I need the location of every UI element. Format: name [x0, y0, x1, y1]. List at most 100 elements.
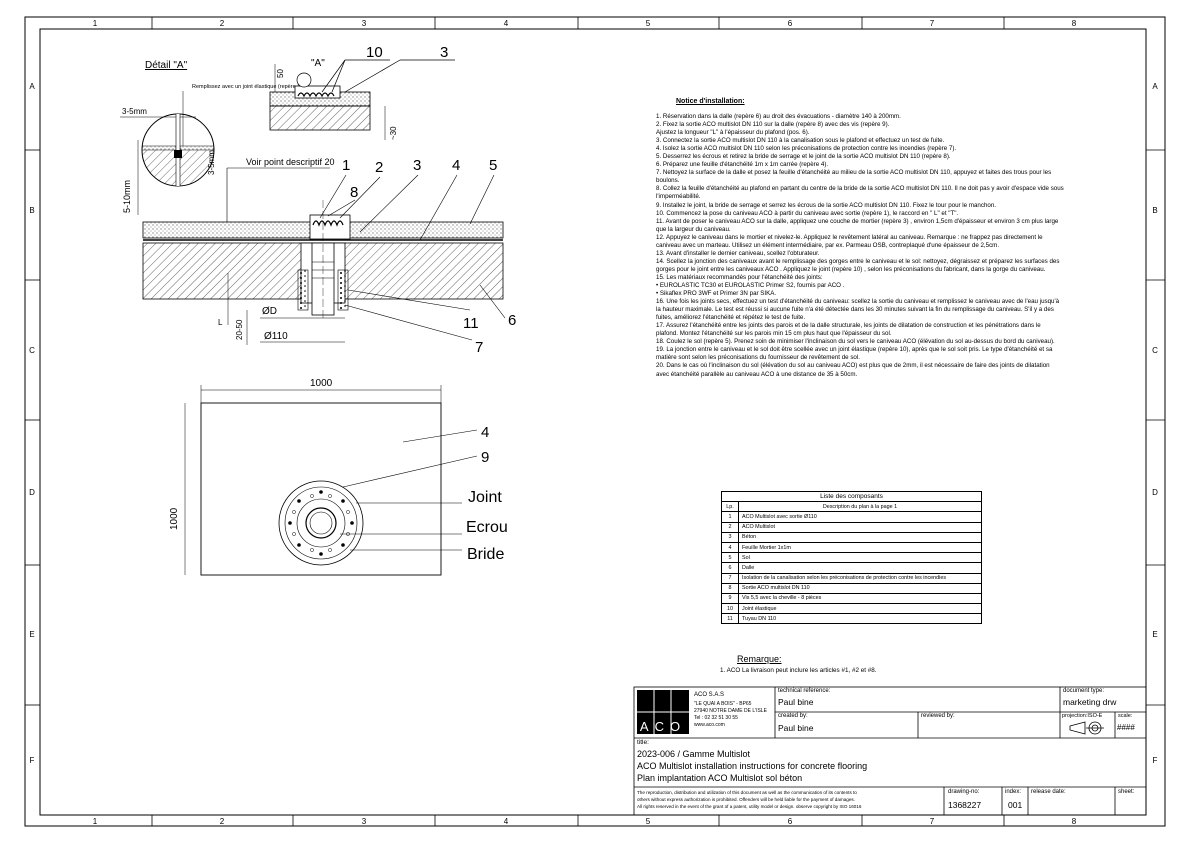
- col-desc: Description du plan à la page 1: [738, 501, 982, 513]
- component-number: 4: [721, 541, 739, 554]
- callout-11: 11: [463, 315, 479, 332]
- remark-title: Remarque:: [737, 654, 782, 664]
- inner-border: [39, 28, 1147, 816]
- dim-5-10mm: 5-10mm: [122, 180, 132, 213]
- plan-callout-9: 9: [481, 449, 489, 466]
- callout-2: 2: [375, 159, 383, 176]
- projection-symbol: [1069, 721, 1104, 735]
- dim-3-5mm-side: 3-5mm: [207, 150, 216, 175]
- callout-5: 5: [489, 157, 497, 174]
- note-item: 8. Collez la feuille d'étanchéité au pla…: [656, 185, 1064, 201]
- note-item: 3. Connectez la sortie ACO multislot DN …: [656, 137, 945, 145]
- index-value: 001: [1008, 800, 1023, 810]
- component-description: Feuille Mortier 1x1m: [738, 541, 982, 554]
- plan-bride: Bride: [467, 546, 504, 563]
- doc-type-value: marketing drw: [1063, 697, 1117, 707]
- component-number: 5: [721, 552, 739, 564]
- plan-width: 1000: [310, 378, 333, 389]
- note-item: 4. Isolez la sortie ACO multislot DN 110…: [656, 145, 957, 153]
- title-line-1: 2023-006 / Gamme Multislot: [637, 749, 751, 759]
- note-item: 17. Assurez l'étanchéité entre les joint…: [656, 322, 1041, 338]
- col-label: 8: [1072, 817, 1077, 826]
- created-value: Paul bine: [778, 723, 814, 733]
- note-item: 12. Appuyez le caniveau dans le mortier …: [656, 233, 1043, 249]
- callout-7: 7: [475, 339, 483, 356]
- dim-50: 50: [276, 69, 285, 78]
- callout-6: 6: [508, 312, 516, 329]
- component-description: Tuyau DN 110: [738, 613, 982, 625]
- note-item: Ajustez la longueur "L" à l'épaisseur du…: [656, 129, 810, 137]
- callout-10: 10: [366, 44, 383, 61]
- drawing-no-value: 1368227: [948, 800, 982, 810]
- plan-joint: Joint: [468, 489, 502, 506]
- legal-line-2: others without express authorization is …: [637, 797, 855, 802]
- col-label: 3: [362, 817, 367, 826]
- dim-L: L: [218, 318, 223, 327]
- note-item: 5. Desserrez les écrous et retirez la br…: [656, 153, 951, 161]
- dim-20-50: 20-50: [235, 319, 244, 340]
- component-description: Dalle: [738, 562, 982, 574]
- row-label: F: [1153, 756, 1158, 765]
- component-number: 10: [721, 603, 739, 615]
- component-description: Vis 5,5 avec la cheville - 8 pièces: [738, 592, 982, 605]
- col-label: 8: [1072, 19, 1077, 28]
- note-item: 10. Commencez la pose du caniveau ACO à …: [656, 209, 959, 217]
- scale-label: scale:: [1118, 713, 1133, 719]
- note-item: 7. Nettoyez la surface de la dalle et po…: [656, 169, 1052, 185]
- component-description: Sol: [738, 552, 982, 564]
- aco-logo: ACO: [637, 690, 689, 734]
- installation-notes: 1. Réservation dans la dalle (repère 6) …: [656, 113, 1064, 379]
- dim-o110: Ø110: [264, 331, 288, 342]
- note-item: 20. Dans le cas où l'inclinaison du sol …: [656, 362, 1050, 378]
- component-number: 3: [721, 531, 739, 543]
- component-description: Joint élastique: [738, 603, 982, 615]
- col-label: 5: [646, 19, 651, 28]
- plan-callout-4: 4: [481, 424, 489, 441]
- note-item: 16. Une fois les joints secs, effectuez …: [656, 298, 1060, 322]
- component-description: ACO Multislot: [738, 521, 982, 533]
- components-title: Liste des composants: [721, 490, 982, 503]
- callout-3: 3: [413, 157, 421, 174]
- component-number: 11: [721, 613, 739, 625]
- row-label: E: [29, 630, 34, 639]
- plan-height: 1000: [169, 507, 180, 530]
- component-number: 6: [721, 562, 739, 574]
- column-markers: [25, 17, 1165, 826]
- component-description: Isolation de la canalisation selon les p…: [738, 572, 982, 584]
- callout-1: 1: [342, 157, 350, 174]
- company-address2: 27940 NOTRE DAME DE L'ISLE: [694, 708, 767, 714]
- detail-note-text: Remplissez avec un joint élastique (repè…: [192, 84, 305, 90]
- row-label: B: [1152, 206, 1157, 215]
- drawing-no-label: drawing-no:: [948, 789, 980, 795]
- components-table: Liste des composants Lp.Description du p…: [721, 490, 982, 625]
- callout-4: 4: [452, 157, 460, 174]
- note-item: 14. Scellez la jonction des caniveaux av…: [656, 257, 1060, 273]
- reviewed-label: reviewed by:: [921, 713, 955, 719]
- component-number: 1: [721, 511, 739, 523]
- mark-a: "A": [311, 58, 325, 69]
- row-label: E: [1152, 630, 1157, 639]
- row-label: C: [29, 346, 35, 355]
- outer-border: [24, 16, 1166, 827]
- plan-view: 1000 1000 4 9 Joint Ecrou Bride: [169, 378, 508, 576]
- col-label: 4: [504, 19, 509, 28]
- col-label: 6: [788, 19, 793, 28]
- note-item: 2. Fixez la sortie ACO multislot DN 110 …: [656, 121, 890, 129]
- tech-ref-value: Paul bine: [778, 697, 814, 707]
- col-label: 7: [930, 817, 935, 826]
- title-label: title:: [637, 739, 649, 746]
- main-section: Voir point descriptif 20 L 20-50 ØD Ø110…: [142, 157, 516, 356]
- row-label: D: [29, 488, 35, 497]
- component-number: 7: [721, 572, 739, 584]
- company-address1: "LE QUAI A BOIS" - BP65: [694, 701, 752, 707]
- remark-text: 1. ACO La livraison peut inclure les art…: [720, 667, 877, 674]
